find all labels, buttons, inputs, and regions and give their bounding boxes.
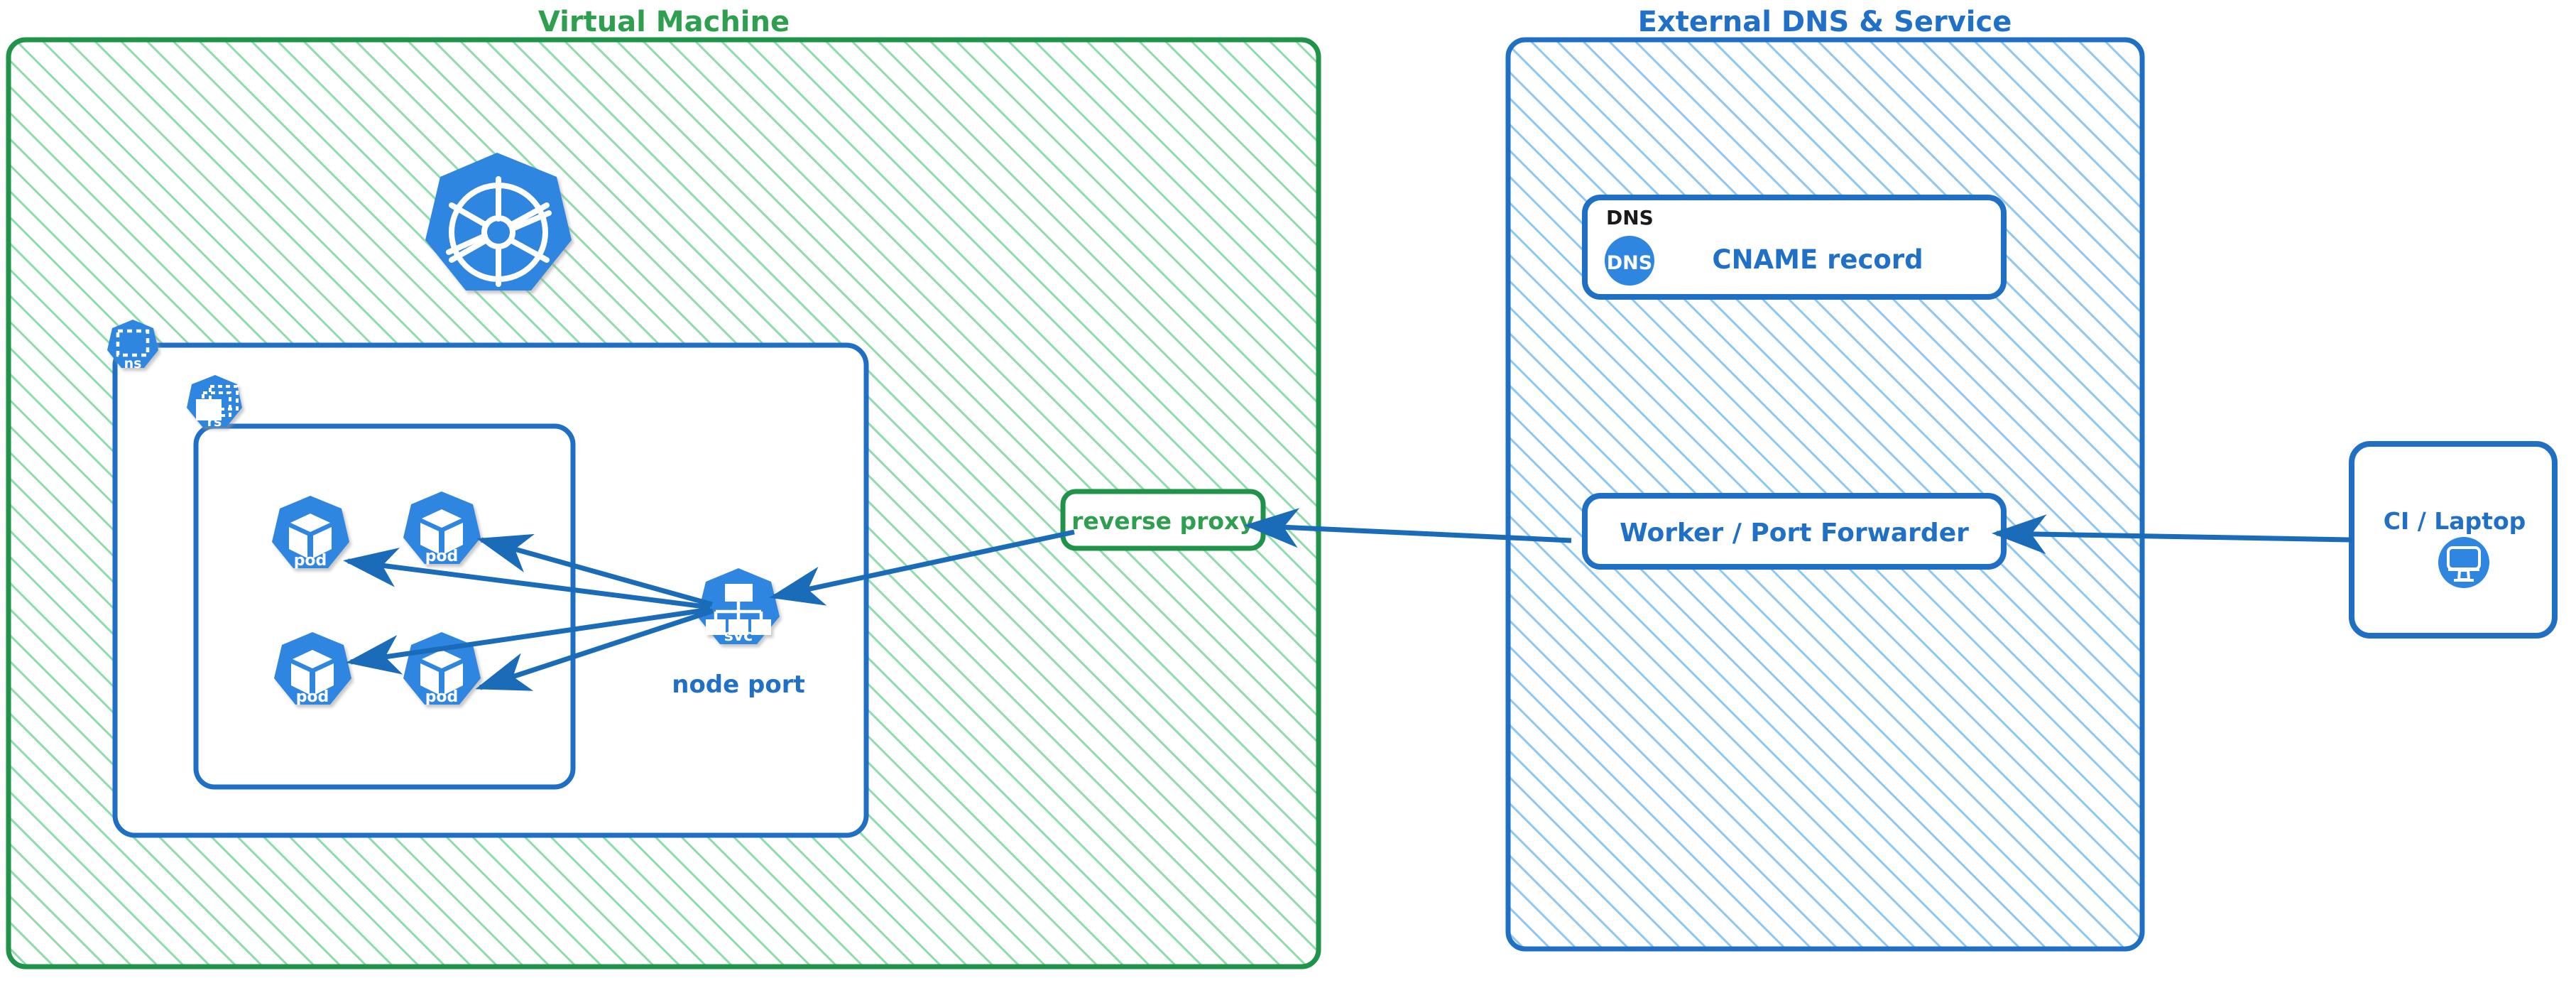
dns-box-label: CNAME record [1712, 244, 1923, 275]
pod-label: pod [294, 552, 327, 570]
ci-laptop-box[interactable]: CI / Laptop [2349, 441, 2558, 639]
worker-box[interactable]: Worker / Port Forwarder [1582, 493, 2007, 570]
vm-group-label: Virtual Machine [538, 6, 790, 38]
dns-box[interactable]: DNS DNS CNAME record [1582, 195, 2007, 300]
pod-label: pod [296, 688, 329, 706]
kubernetes-logo-icon [425, 153, 572, 290]
dns-icon-label: DNS [1607, 252, 1652, 274]
worker-box-label: Worker / Port Forwarder [1620, 518, 1969, 548]
edge-svc-to-pod-2 [476, 533, 713, 607]
reverse-proxy-box[interactable]: reverse proxy [1060, 489, 1266, 551]
external-group-label: External DNS & Service [1638, 6, 2012, 38]
dns-box-border [1582, 195, 2007, 300]
service-badge-label: svc [724, 627, 753, 645]
dns-icon [1605, 236, 1654, 286]
replicaset-container[interactable] [193, 423, 576, 790]
desktop-monitor-icon [2438, 537, 2489, 588]
replicaset-icon[interactable]: rs [187, 375, 242, 430]
edge-svc-to-pod-3 [346, 607, 711, 675]
edge-ci-to-worker [1992, 514, 2352, 555]
edge-svc-to-pod-1 [343, 548, 711, 610]
group-external-dns-service[interactable]: External DNS & Service [1505, 6, 2145, 952]
replicaset-badge-label: rs [207, 414, 222, 430]
node-port-caption: node port [672, 670, 805, 699]
edge-worker-to-proxy [1244, 508, 1572, 548]
edge-proxy-to-svc [769, 529, 1075, 606]
namespace-badge-label: ns [124, 356, 142, 371]
reverse-proxy-label: reverse proxy [1071, 507, 1255, 535]
edge-svc-to-pod-4 [475, 608, 714, 691]
pod-icon-2[interactable]: pod [403, 492, 481, 565]
pod-icon-1[interactable]: pod [272, 496, 349, 570]
pod-label: pod [425, 548, 459, 565]
ci-laptop-label: CI / Laptop [2384, 507, 2526, 535]
pod-label: pod [425, 688, 459, 706]
namespace-icon[interactable]: ns [107, 320, 158, 371]
pod-icon-3[interactable]: pod [274, 632, 351, 706]
dns-box-group-label: DNS [1606, 206, 1654, 229]
service-icon[interactable]: svc [697, 568, 780, 645]
